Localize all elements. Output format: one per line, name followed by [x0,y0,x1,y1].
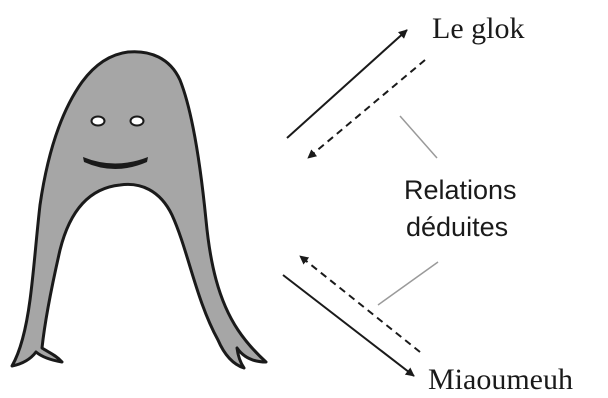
pointer-line-top [400,116,437,158]
creature-body [12,52,266,368]
solid-arrow-to-bottom-word [283,275,414,376]
top-word-label: Le glok [432,12,524,45]
right-eye [131,117,144,126]
pointer-line-bottom [378,262,438,305]
left-eye [92,117,105,126]
solid-arrow-to-top-word [287,30,407,138]
dashed-arrow-from-bottom-word [300,256,420,352]
dashed-arrow-from-top-word [308,60,425,158]
relations-label-line2: déduites [406,212,508,242]
bottom-word-label: Miaoumeuh [428,363,573,396]
creature-icon [12,52,266,368]
relations-label-line1: Relations [404,175,517,205]
